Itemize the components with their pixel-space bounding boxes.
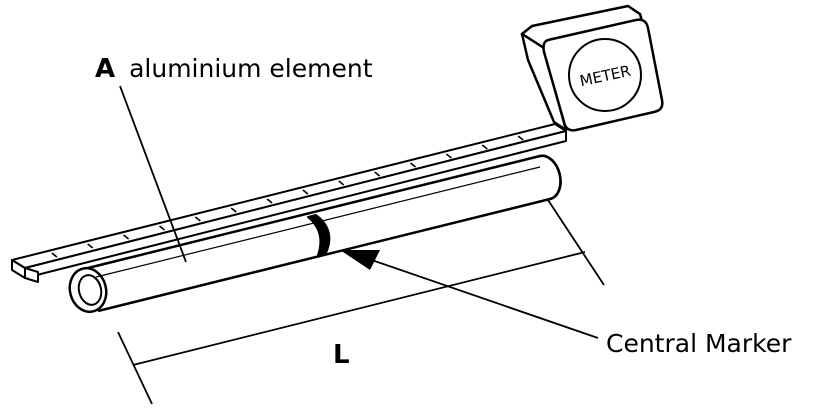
marker-label: Central Marker [606, 329, 792, 358]
ruler-tick [338, 180, 345, 186]
element-letter: A [95, 54, 115, 84]
ruler-end-cap [11, 259, 39, 283]
ruler-tick [230, 207, 237, 213]
central-marker [307, 214, 331, 256]
ruler-tick [158, 225, 165, 231]
marker-arrow [340, 250, 599, 339]
ruler-tick [374, 171, 381, 177]
ruler-tick [51, 252, 58, 258]
ruler-tick [266, 198, 273, 204]
dimension-line [132, 251, 586, 366]
element-text: aluminium element [129, 54, 373, 83]
extension-line-left [117, 331, 153, 405]
ruler-ticks [51, 135, 524, 258]
meter-box [520, 4, 664, 132]
length-dimension [117, 199, 605, 405]
ruler-tick [302, 189, 309, 195]
ruler-tick [410, 162, 417, 168]
ruler-tick [123, 234, 130, 240]
extension-line-right [547, 199, 605, 286]
element-label: A aluminium element [95, 54, 373, 84]
length-label: L [333, 340, 350, 370]
tube-end-inner [77, 274, 103, 306]
ruler-tick [194, 216, 201, 222]
element-leader [119, 85, 187, 263]
ruler-tick [87, 243, 94, 249]
meter-side [520, 32, 568, 132]
ruler [11, 123, 567, 283]
ruler-tick [481, 144, 488, 150]
ruler-tick [445, 153, 452, 159]
ruler-tick [517, 135, 524, 141]
meter-dial [568, 38, 642, 112]
